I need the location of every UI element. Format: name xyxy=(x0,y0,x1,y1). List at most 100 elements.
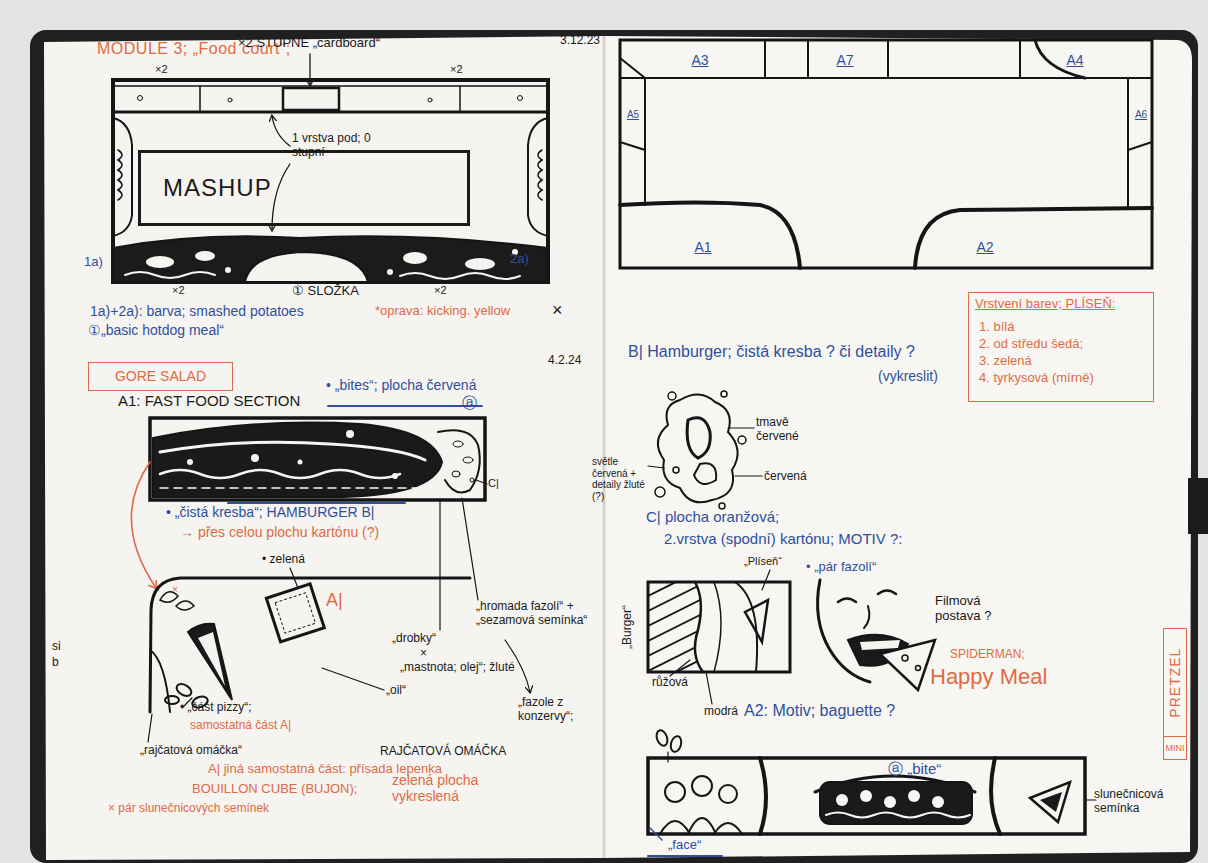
annotation-note: b xyxy=(52,656,59,670)
fast-food-strip xyxy=(153,423,442,497)
annotation-note: C| xyxy=(488,477,499,490)
module-sketch xyxy=(428,98,432,102)
pretzel-tag: PRETZELMINI xyxy=(1163,628,1187,760)
panel-label: A2 xyxy=(976,239,993,255)
annotation-note: tmavě červené xyxy=(756,416,826,444)
mold-sketch xyxy=(658,394,738,502)
mold-sketch xyxy=(738,436,746,444)
fast-food-strip xyxy=(346,430,354,438)
annotation-note: • zelená xyxy=(262,553,305,567)
annotation-note: „hromada fazolí“ + „sezamová semínka“ xyxy=(476,600,601,628)
annotation-note: „drobky“ xyxy=(392,632,436,646)
annotation-note: 1a) xyxy=(84,255,103,270)
plan-panel: A1 xyxy=(668,232,738,262)
annotation-note: B| Hamburger; čistá kresba ? či detaily … xyxy=(628,343,915,361)
mold-sketch xyxy=(721,391,727,397)
baguette-strip xyxy=(692,776,712,796)
ingredient-sketch xyxy=(290,568,298,588)
ingredient-sketch xyxy=(150,578,470,712)
motif-sketch xyxy=(864,606,869,628)
ingredient-sketch xyxy=(266,584,324,642)
annotation-note: → přes celou plochu kartónu (?) xyxy=(180,524,379,540)
annotation-note: „face“ xyxy=(668,838,701,853)
plan-panel: A4 xyxy=(1045,46,1105,74)
annotation-note: 1a)+2a): barva; smashed potatoes xyxy=(90,303,304,319)
module-sketch xyxy=(195,251,215,261)
fast-food-strip xyxy=(160,487,420,489)
panel-label: A3 xyxy=(691,52,708,68)
motif-sketch xyxy=(860,640,900,650)
ingredient-sketch xyxy=(275,593,315,633)
ingredient-sketch xyxy=(165,696,179,704)
fast-food-strip xyxy=(328,405,482,407)
layout-plan xyxy=(620,203,800,269)
fast-food-strip xyxy=(150,418,485,500)
annotation-note: Happy Meal xyxy=(930,664,1047,689)
baguette-strip xyxy=(860,790,872,802)
fast-food-strip xyxy=(228,502,405,504)
motif-sketch xyxy=(838,599,856,603)
vertical-label: PRETZEL xyxy=(1167,629,1183,736)
annotation-note: samostatná část A| xyxy=(190,719,291,733)
layout-plan xyxy=(764,40,766,78)
fast-food-strip xyxy=(438,430,480,492)
layout-plan xyxy=(915,208,1152,268)
mold-sketch xyxy=(648,391,762,509)
layout-plan xyxy=(1035,40,1085,78)
motif-sketch xyxy=(878,591,896,595)
annotation-note: 1 vrstva pod; 0 stupní xyxy=(292,132,382,160)
baguette-strip xyxy=(836,794,848,806)
motif-sketch xyxy=(880,640,935,690)
ingredient-sketch xyxy=(198,632,225,686)
annotation-note: „Burger“ xyxy=(621,605,635,649)
annotation-note: 2.vrstva (spodní) kartónu; MOTIV ?: xyxy=(664,530,902,547)
module-sketch xyxy=(272,164,290,230)
annotation-note: ①„basic hotdog meal“ xyxy=(88,322,224,338)
baguette-strip xyxy=(884,796,896,808)
panel-label: A7 xyxy=(836,52,853,68)
module-sketch xyxy=(113,118,132,236)
annotation-note: • „bites“; plocha červená xyxy=(326,377,476,393)
panel-label: A6 xyxy=(1135,109,1147,121)
baguette-strip xyxy=(648,729,1096,856)
annotation-note: růžová xyxy=(652,676,688,690)
motif-sketch xyxy=(640,640,710,675)
annotation-note: slunečnicová semínka xyxy=(1094,788,1169,816)
annotation-note: Filmová postava ? xyxy=(935,594,1007,624)
fast-food-strip xyxy=(298,460,303,465)
motif-sketch xyxy=(916,666,921,671)
annotation-note: BOUILLON CUBE (BUJON); xyxy=(192,782,357,797)
module-sketch xyxy=(228,98,232,102)
annotation-note: (vykreslit) xyxy=(878,368,938,384)
baguette-strip xyxy=(714,823,742,834)
box-label: MASHUP xyxy=(163,174,467,202)
annotation-note: 3.12.23 xyxy=(560,34,600,48)
annotation-note: „oil“ xyxy=(386,684,406,698)
baguette-strip xyxy=(932,796,944,808)
baguette-strip xyxy=(655,729,670,747)
baguette-strip xyxy=(665,782,685,802)
annotation-note: ×2 xyxy=(172,284,185,297)
layout-plan xyxy=(620,58,645,78)
layout-plan xyxy=(1128,142,1152,150)
annotation-note: modrá xyxy=(704,705,738,719)
module-sketch xyxy=(465,258,495,270)
fast-food-strip xyxy=(131,406,530,692)
panel-label: A1 xyxy=(694,239,711,255)
fast-food-strip xyxy=(251,454,259,462)
layout-plan xyxy=(620,77,1152,79)
mashup-panel: MASHUP xyxy=(138,150,470,226)
ingredient-sketch xyxy=(188,624,232,700)
annotation-note: A2: Motiv; baguette ? xyxy=(744,702,895,720)
motif-sketch xyxy=(640,625,710,660)
annotation-note: ⓐ „bite“ xyxy=(888,760,941,777)
annotation-note: ×2 xyxy=(450,63,463,76)
motif-sketch xyxy=(745,600,768,642)
panel-label: A4 xyxy=(1066,52,1083,68)
annotation-note: ×2 xyxy=(155,63,168,76)
baguette-strip xyxy=(688,818,716,834)
baguette-strip xyxy=(667,752,668,762)
baguette-strip xyxy=(991,758,1000,834)
baguette-strip xyxy=(648,758,1085,834)
